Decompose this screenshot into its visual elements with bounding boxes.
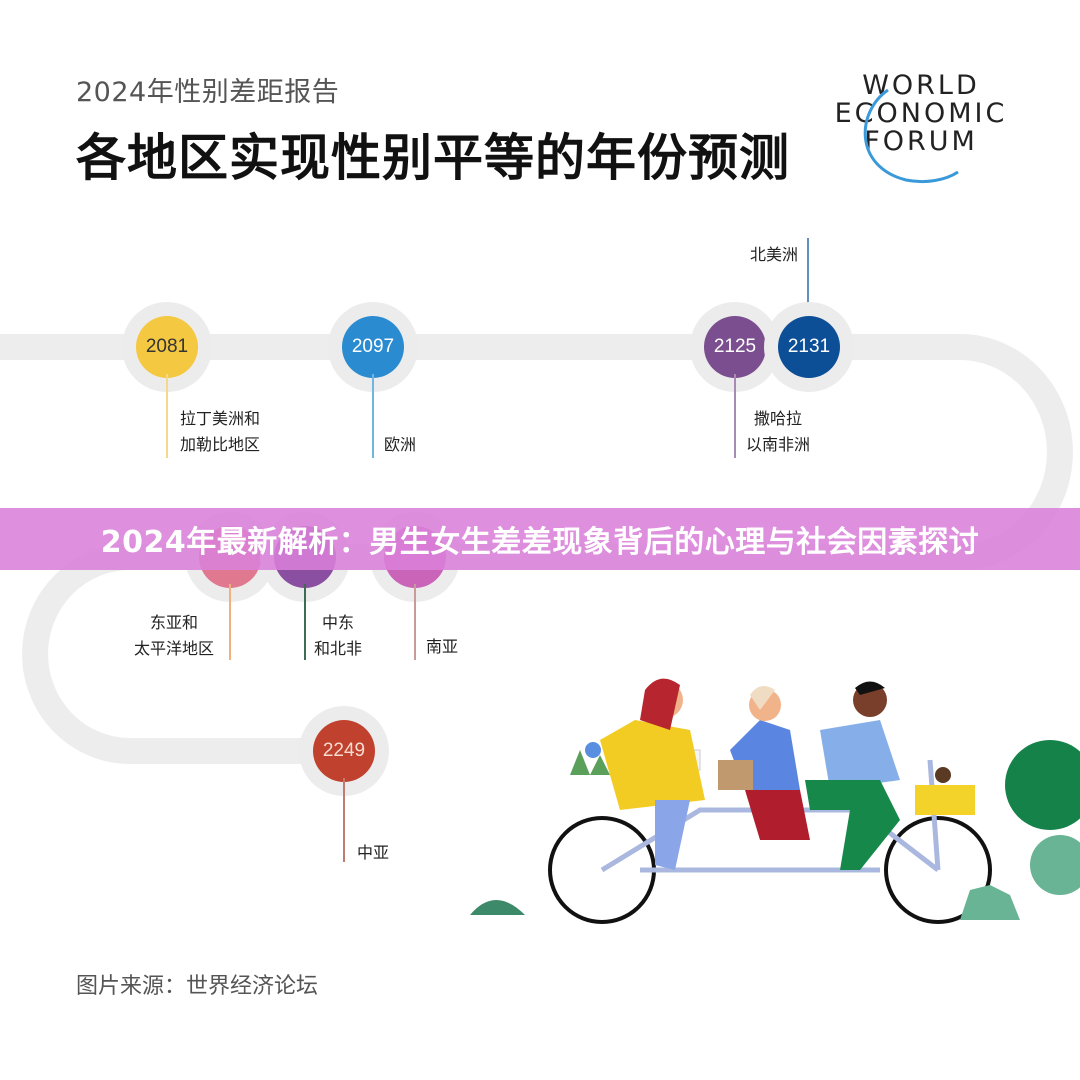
flower-icon [570,742,610,775]
milestone-stem [372,374,374,458]
region-label: 欧洲 [384,435,417,454]
rider-2-icon [718,686,810,840]
region-label: 南亚 [426,637,459,656]
rider-1-icon [600,678,705,870]
banner-text: 2024年最新解析：男生女生差差现象背后的心理与社会因素探讨 [100,525,980,560]
milestone-stem [229,584,231,660]
milestone-ssa: 2125 [690,302,780,392]
milestone-central-asia: 2249 [299,706,389,796]
bush-icon [470,900,525,915]
tandem-bicycle-illustration [470,678,1080,924]
region-label: 东亚和 太平洋地区 [134,613,215,658]
milestone-stem [304,584,306,660]
milestone-stem [166,374,168,458]
year-badge: 2125 [704,316,766,378]
region-label: 中东 和北非 [314,613,363,658]
year-badge: 2249 [313,720,375,782]
milestone-stem [414,584,416,660]
milestone-latam: 2081 [122,302,212,392]
year-badge: 2081 [136,316,198,378]
year-badge: 2131 [778,316,840,378]
milestone-stem [734,374,736,458]
milestone-europe: 2097 [328,302,418,392]
headline-banner: 2024年最新解析：男生女生差差现象背后的心理与社会因素探讨 [0,508,1080,570]
milestone-north-america: 2131 [764,302,854,392]
basket-icon [915,785,975,815]
page-title: 各地区实现性别平等的年份预测 [76,129,790,187]
image-source: 图片来源：世界经济论坛 [76,974,319,999]
rider-3-icon [805,681,900,870]
region-label: 拉丁美洲和 加勒比地区 [180,409,261,454]
logo-line-2: ECONOMIC [834,98,1008,129]
logo-line-3: FORUM [864,126,978,157]
region-label: 中亚 [357,843,390,862]
year-badge: 2097 [342,316,404,378]
tree-icon [960,740,1080,920]
wef-logo: WORLD ECONOMIC FORUM [826,72,1016,187]
region-label: 北美洲 [750,245,799,264]
region-label: 撒哈拉 以南非洲 [746,409,811,454]
report-subtitle: 2024年性别差距报告 [76,77,340,108]
milestone-stem [343,778,345,862]
logo-arc-icon [863,88,959,184]
dog-icon [935,767,951,783]
